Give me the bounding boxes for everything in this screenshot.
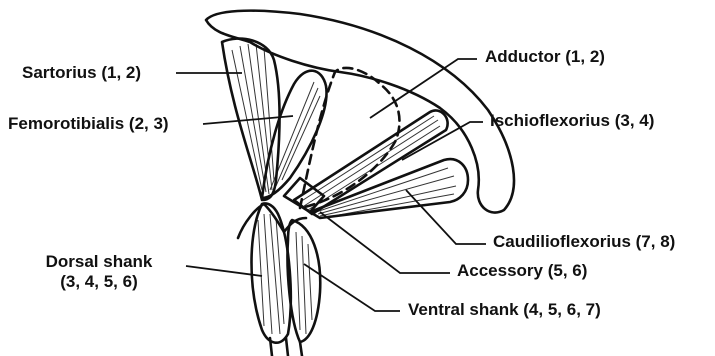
label-ischioflexorius: Ischioflexorius (3, 4) <box>490 111 654 131</box>
label-ventral-shank: Ventral shank (4, 5, 6, 7) <box>408 300 601 320</box>
leg-lines <box>270 338 302 356</box>
leader-accessory <box>320 212 450 273</box>
label-caudilioflexorius: Caudilioflexorius (7, 8) <box>493 232 675 252</box>
leader-ischioflexorius <box>402 122 483 160</box>
label-sartorius: Sartorius (1, 2) <box>22 63 141 83</box>
label-femorotibialis: Femorotibialis (2, 3) <box>8 114 169 134</box>
label-dorsal-shank-line2: (3, 4, 5, 6) <box>24 272 174 292</box>
label-dorsal-shank-line1: Dorsal shank <box>24 252 174 272</box>
ventral-shank-fibers <box>296 232 312 334</box>
ischioflexorius-fibers <box>300 116 440 210</box>
dorsal-shank-fibers <box>258 214 284 334</box>
leader-caudilioflexorius <box>406 190 486 244</box>
label-accessory: Accessory (5, 6) <box>457 261 587 281</box>
label-adductor: Adductor (1, 2) <box>485 47 605 67</box>
label-dorsal-shank: Dorsal shank (3, 4, 5, 6) <box>24 252 174 292</box>
